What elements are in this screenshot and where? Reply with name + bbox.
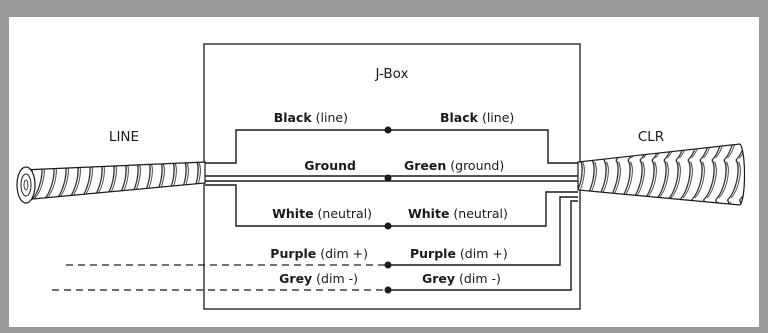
purple-right-label: Purple (dim +) (410, 246, 508, 261)
ground-splice-dot (384, 174, 392, 182)
line-conduit (16, 161, 206, 204)
black-left-label: Black (line) (274, 110, 348, 125)
green-right-label: Green (ground) (404, 158, 504, 173)
grey-right-label: Grey (dim -) (422, 271, 501, 286)
white-splice-dot (384, 222, 392, 230)
white-right-label: White (neutral) (408, 206, 508, 221)
grey-left-label: Grey (dim -) (279, 271, 358, 286)
black-wire (205, 129, 578, 164)
line-label: LINE (109, 129, 139, 145)
grey-splice-dot (384, 286, 392, 294)
purple-splice-dot (384, 261, 392, 269)
grey-wire (386, 200, 578, 291)
junction-box-title: J-Box (375, 66, 409, 82)
ground-left-label: Ground (304, 158, 356, 173)
clr-conduit (577, 143, 746, 206)
purple-left-label: Purple (dim +) (270, 246, 368, 261)
clr-label: CLR (638, 129, 664, 145)
black-right-label: Black (line) (440, 110, 514, 125)
black-splice-dot (384, 126, 392, 134)
white-left-label: White (neutral) (272, 206, 372, 221)
purple-wire (386, 196, 578, 266)
